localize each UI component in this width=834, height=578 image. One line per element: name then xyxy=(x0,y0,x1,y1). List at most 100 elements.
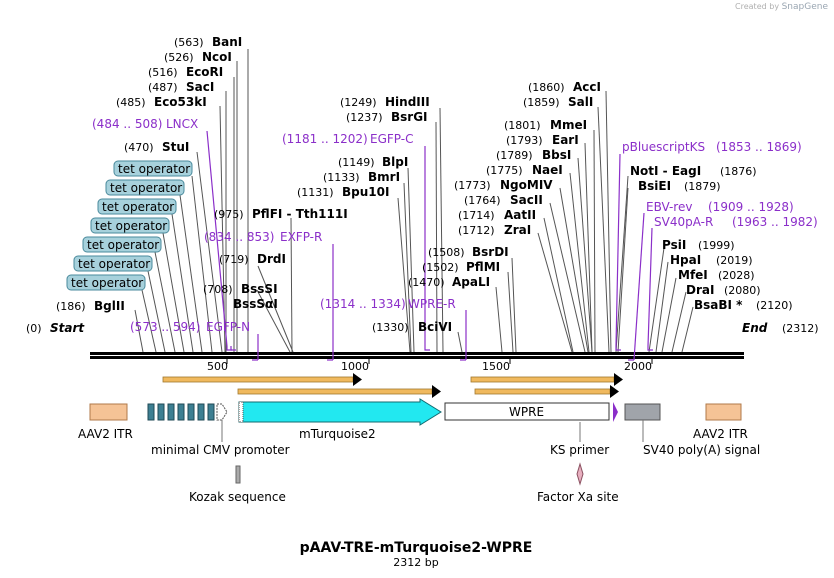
wpre-box xyxy=(444,402,610,421)
backbone-bottom xyxy=(90,356,744,359)
tet-operator-label: tet operator xyxy=(71,276,143,290)
enzyme-pos: (563) xyxy=(174,36,204,49)
sv40-polya-box xyxy=(624,403,661,421)
enzyme-pos: (1470) xyxy=(408,276,445,289)
aav2-itr-left-box xyxy=(89,403,128,421)
enzyme-pos: (1133) xyxy=(323,171,360,184)
enzyme-pos: (487) xyxy=(148,81,178,94)
primer-name: EBV-rev xyxy=(646,200,692,214)
mturquoise2-label: mTurquoise2 xyxy=(299,427,376,441)
enzyme-name: SalI xyxy=(568,95,593,109)
credit-watermark: Created by SnapGene xyxy=(735,2,828,12)
enzyme-name: SacI xyxy=(186,80,214,94)
enzyme-name: BbsI xyxy=(542,148,571,162)
backbone-top xyxy=(90,352,744,355)
enzyme-pos: (186) xyxy=(56,300,86,313)
enzyme-name: BanI xyxy=(212,35,242,49)
enzyme-pos: (719) xyxy=(219,253,249,266)
enzyme-name: HpaI xyxy=(670,253,701,267)
primer-name: pBluescriptKS xyxy=(622,140,705,154)
enzyme-pos: (975) xyxy=(214,208,244,221)
kozak-sequence-icon xyxy=(235,465,241,484)
credit-text: Created by xyxy=(735,2,780,11)
enzyme-name: SacII xyxy=(510,193,543,207)
enzyme-pos: (2080) xyxy=(724,284,761,297)
end-label: End xyxy=(742,321,768,335)
start-position: (0) xyxy=(26,322,42,335)
enzyme-name: AatII xyxy=(504,208,536,222)
enzyme-name: DraI xyxy=(686,283,714,297)
feature-track: WPRE AAV2 ITR minimal CMV promoter mTurq… xyxy=(78,398,760,504)
primer-name: EGFP-C xyxy=(370,132,413,146)
primer-range: (484 .. 508) xyxy=(92,117,162,131)
plasmid-length: 2312 bp xyxy=(393,556,438,569)
enzyme-name: BciVI xyxy=(418,320,452,334)
enzyme-pos: (2120) xyxy=(756,299,793,312)
enzyme-name: BssSI xyxy=(241,282,278,296)
enzyme-pos: (1859) xyxy=(523,96,560,109)
orf-arrow xyxy=(162,373,362,386)
minimal-cmv-label: minimal CMV promoter xyxy=(151,443,290,457)
operator-connectors xyxy=(141,175,213,353)
enzyme-pos: (526) xyxy=(164,51,194,64)
ruler-tick-label: 500 xyxy=(207,360,228,373)
factor-xa-label: Factor Xa site xyxy=(537,490,619,504)
enzyme-name: BsrDI xyxy=(472,245,509,259)
enzyme-pos: (1860) xyxy=(528,81,565,94)
enzyme-name: Bpu10I xyxy=(342,185,389,199)
enzyme-pos: (1801) xyxy=(504,119,541,132)
enzyme-pos: (1249) xyxy=(340,96,377,109)
enzyme-pos: (1149) xyxy=(338,156,375,169)
snapgene-brand: SnapGene xyxy=(781,2,828,12)
enzyme-name: PflFI - Tth111I xyxy=(252,207,348,221)
start-label: Start xyxy=(50,321,85,335)
primer-name: EXFP-R xyxy=(280,230,322,244)
enzyme-name: NaeI xyxy=(532,163,563,177)
primer-range: (1853 .. 1869) xyxy=(716,140,802,154)
tet-operator-label: tet operator xyxy=(87,238,159,252)
enzyme-name: PsiI xyxy=(662,238,686,252)
primer-range: (1909 .. 1928) xyxy=(708,200,794,214)
enzyme-pos: (1789) xyxy=(496,149,533,162)
factor-xa-site-icon xyxy=(576,462,584,486)
primer-range: (834 .. 853) xyxy=(204,230,274,244)
sv40-label: SV40 poly(A) signal xyxy=(643,443,760,457)
tet-operator-label: tet operator xyxy=(102,200,174,214)
enzyme-pos: (1764) xyxy=(464,194,501,207)
enzyme-name: MfeI xyxy=(678,268,708,282)
aav2-itr-left-label: AAV2 ITR xyxy=(78,427,133,441)
enzyme-name: StuI xyxy=(162,140,189,154)
primer-name: WPRE-R xyxy=(408,297,456,311)
enzyme-pos: (1999) xyxy=(698,239,735,252)
enzyme-pos: (1237) xyxy=(346,111,383,124)
primer-range: (573 .. 594) xyxy=(130,320,200,334)
tet-operator-label: tet operator xyxy=(118,162,190,176)
enzyme-pos: (2019) xyxy=(716,254,753,267)
enzyme-name: NotI - EagI xyxy=(630,164,701,178)
enzyme-name: BmrI xyxy=(368,170,400,184)
primer-markers xyxy=(206,130,653,361)
primer-name: LNCX xyxy=(166,117,198,131)
primer-labels: (484 .. 508) LNCX (1181 .. 1202) EGFP-C … xyxy=(92,117,818,334)
primer-name: SV40pA-R xyxy=(654,215,713,229)
primer-range: (1963 .. 1982) xyxy=(732,215,818,229)
enzyme-pos: (1131) xyxy=(297,186,334,199)
enzyme-name: Eco53kI xyxy=(154,95,207,109)
enzyme-name: EcoRI xyxy=(186,65,223,79)
enzyme-name: EarI xyxy=(552,133,579,147)
tet-operator-labels: tet operator tet operator tet operator t… xyxy=(66,160,193,291)
primer-range: (1314 .. 1334) xyxy=(320,297,406,311)
primer-range: (1181 .. 1202) xyxy=(282,132,368,146)
ruler: 500 1000 1500 2000 xyxy=(207,359,653,373)
enzyme-pos: (1879) xyxy=(684,180,721,193)
enzyme-pos: (1502) xyxy=(422,261,459,274)
enzyme-name: ZraI xyxy=(504,223,531,237)
aav2-itr-right-box xyxy=(705,403,742,421)
enzyme-pos: (708) xyxy=(203,283,233,296)
enzyme-name: BlpI xyxy=(382,155,408,169)
tet-operator-label: tet operator xyxy=(95,219,167,233)
enzyme-pos: (1775) xyxy=(486,164,523,177)
wpre-box-label: WPRE xyxy=(509,405,544,419)
tet-operator-boxes xyxy=(147,403,215,421)
